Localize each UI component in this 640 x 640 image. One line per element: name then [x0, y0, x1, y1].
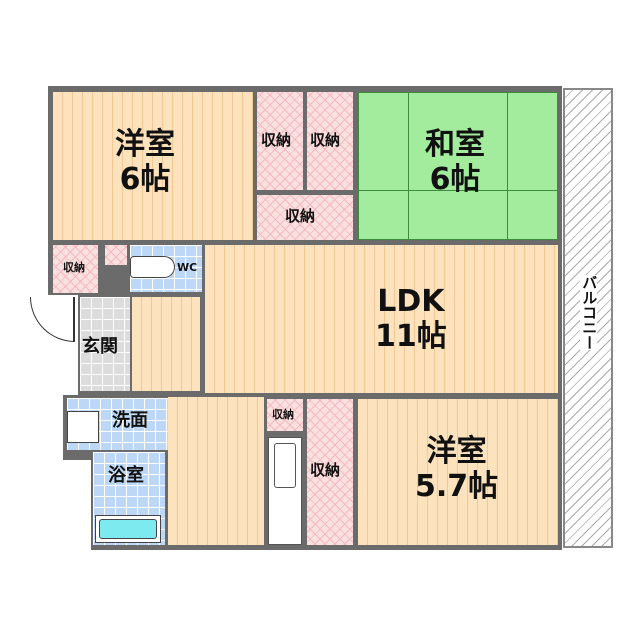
exterior-notch — [63, 460, 91, 550]
washroom-label: 洗面 — [112, 410, 148, 431]
kitchen-counter — [268, 437, 302, 545]
ldk — [205, 245, 558, 393]
storage-label: 収納 — [63, 261, 85, 274]
wc — [130, 245, 202, 292]
room-size: 6帖 — [429, 161, 481, 197]
wc-label: WC — [177, 261, 198, 274]
bathtub-icon — [95, 515, 161, 543]
storage — [257, 195, 353, 240]
exterior-notch — [48, 395, 63, 550]
storage — [307, 399, 353, 545]
room-size: 11帖 — [375, 318, 447, 354]
room-name: 洋室 — [115, 127, 175, 162]
storage — [307, 92, 353, 190]
storage-label: 収納 — [310, 461, 341, 479]
storage-label: 収納 — [285, 207, 316, 225]
entrance-door[interactable] — [30, 297, 75, 342]
storage — [257, 92, 303, 190]
tatami-lines — [358, 190, 558, 191]
balcony-label: バルコニー — [580, 275, 599, 350]
tatami-lines — [408, 92, 508, 240]
toilet-icon — [130, 256, 175, 278]
room-size: 6帖 — [119, 161, 171, 197]
storage-label: 収納 — [272, 408, 294, 421]
wc-shelf — [105, 245, 127, 265]
storage-label: 収納 — [310, 131, 341, 149]
room-name: LDK — [377, 284, 445, 319]
room-size: 5.7帖 — [415, 468, 499, 504]
balcony — [563, 88, 613, 548]
room-name: 和室 — [425, 127, 485, 162]
storage — [267, 399, 303, 431]
western-room-1 — [53, 92, 253, 240]
bathroom-label: 浴室 — [108, 465, 144, 486]
storage-label: 収納 — [261, 131, 292, 149]
room-name: 洋室 — [426, 434, 487, 469]
hallway — [132, 297, 200, 391]
entrance — [80, 297, 130, 391]
western-room-2 — [358, 399, 558, 545]
japanese-room — [358, 92, 558, 240]
washing-machine-icon — [67, 411, 99, 443]
entrance-label: 玄関 — [82, 336, 118, 357]
storage — [53, 245, 98, 293]
corridor — [168, 397, 264, 545]
